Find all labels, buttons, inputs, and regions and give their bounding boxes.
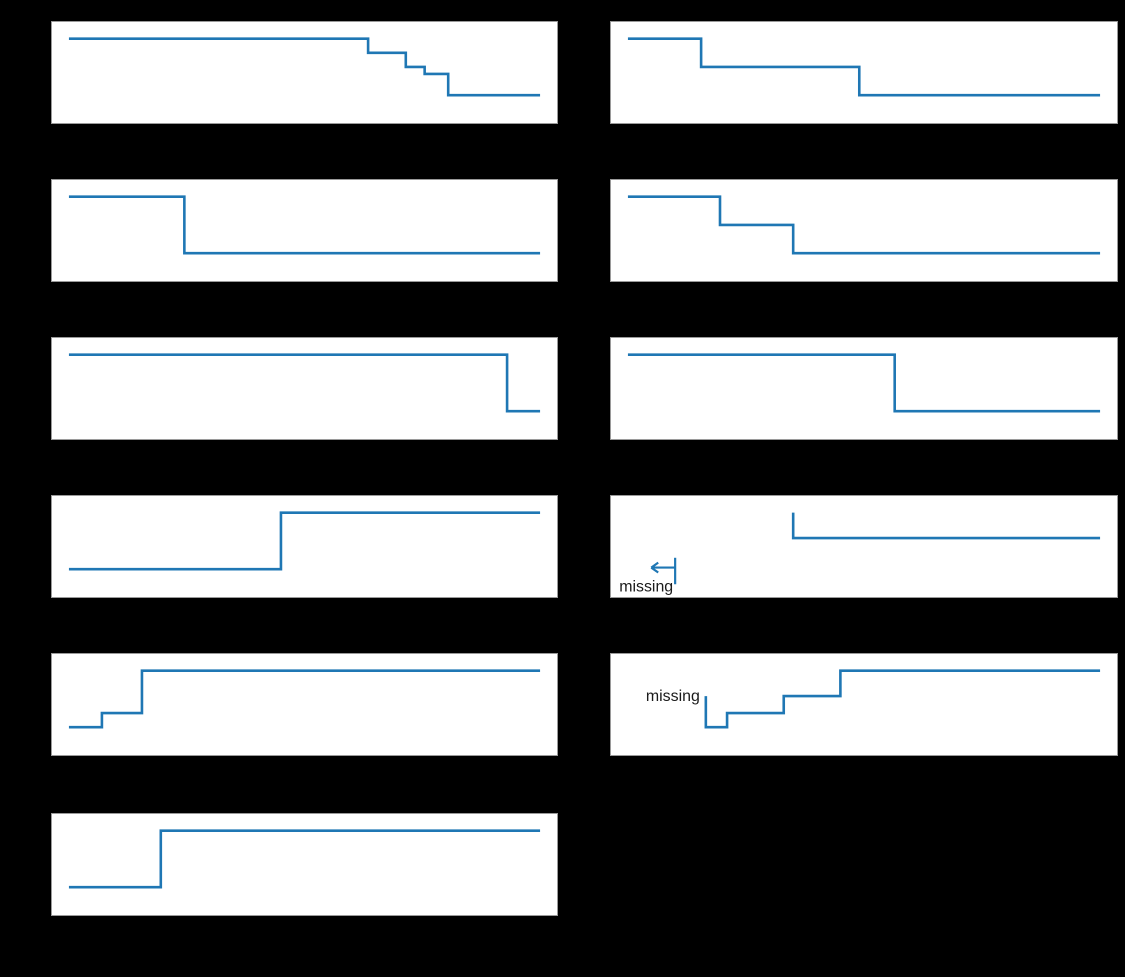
series-line (69, 39, 540, 95)
series-line (69, 513, 540, 569)
step-plot-11 (52, 814, 557, 915)
step-plot-7 (52, 496, 557, 597)
step-plot-4 (611, 180, 1117, 281)
missing-left-arrow-icon (650, 561, 676, 574)
chart-panel-1 (51, 21, 558, 124)
step-plot-8: missing (619, 496, 1117, 595)
series-line (69, 671, 540, 727)
series-line (69, 831, 540, 887)
series-line (69, 355, 540, 411)
chart-panel-8: missing (610, 495, 1118, 598)
step-plot-3 (52, 180, 557, 281)
series-line (793, 513, 1100, 538)
missing-label: missing (619, 578, 673, 595)
series-line (628, 355, 1100, 411)
step-plot-5 (52, 338, 557, 439)
chart-panel-6 (610, 337, 1118, 440)
chart-panel-5 (51, 337, 558, 440)
chart-panel-7 (51, 495, 558, 598)
step-plot-10: missing (646, 654, 1117, 755)
step-plot-6 (611, 338, 1117, 439)
series-line (628, 39, 1100, 95)
chart-panel-10: missing (610, 653, 1118, 756)
chart-panel-4 (610, 179, 1118, 282)
chart-panel-11 (51, 813, 558, 916)
missing-label: missing (646, 688, 700, 705)
series-line (706, 671, 1100, 727)
chart-panel-9 (51, 653, 558, 756)
step-plot-2 (611, 22, 1117, 123)
chart-panel-3 (51, 179, 558, 282)
series-line (628, 197, 1100, 253)
chart-panel-2 (610, 21, 1118, 124)
series-line (69, 197, 540, 253)
step-plot-1 (52, 22, 557, 123)
step-plot-9 (52, 654, 557, 755)
